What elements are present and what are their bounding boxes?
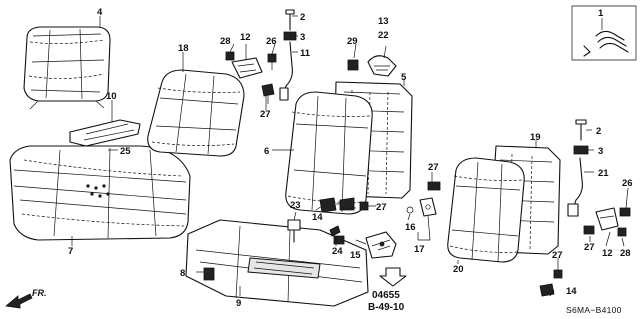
seat-back-left-part-4[interactable]: [23, 26, 111, 110]
callout-14-right: 14: [566, 286, 577, 297]
inset-box-part-1: [571, 5, 637, 61]
bolt-part-23[interactable]: [287, 219, 301, 243]
callout-9: 9: [236, 298, 241, 309]
rod-part-21[interactable]: [567, 157, 583, 217]
callout-22: 22: [378, 30, 389, 41]
callout-3-right: 3: [598, 146, 603, 157]
headrest-guide-part-2-center[interactable]: [285, 9, 295, 31]
callout-14-center: 14: [312, 212, 323, 223]
callout-26-right: 26: [622, 178, 633, 189]
callout-24: 24: [332, 246, 343, 257]
callout-20: 20: [453, 264, 464, 275]
callout-labels: 4 10 25 7 18 28 12 26 27 2 3 11 29 13 22…: [68, 7, 633, 309]
bolt-part-14-center[interactable]: [329, 225, 341, 237]
reference-part-number: 04655: [372, 290, 400, 301]
callout-27-right-a: 27: [428, 162, 439, 173]
bumper-part-8[interactable]: [203, 267, 215, 281]
callout-11: 11: [300, 48, 311, 59]
callout-19: 19: [530, 132, 541, 143]
seat-base-part-9[interactable]: [185, 219, 369, 307]
callout-1: 1: [598, 8, 604, 19]
bolt-part-27-right-b[interactable]: [583, 225, 595, 235]
bushing-part-3-right[interactable]: [573, 145, 589, 155]
callout-16: 16: [405, 222, 416, 233]
callout-5: 5: [401, 72, 407, 83]
bolt-part-26-left[interactable]: [267, 53, 277, 70]
reference-page: B-49-10: [368, 302, 405, 313]
bolt-part-27-center-b[interactable]: [359, 201, 369, 211]
bracket-part-12-left[interactable]: [231, 57, 263, 79]
bracket-part-12-right[interactable]: [595, 207, 619, 231]
callout-10: 10: [106, 91, 117, 102]
callout-21: 21: [598, 168, 609, 179]
callout-3-center: 3: [300, 32, 305, 43]
front-direction-arrow: FR.: [5, 288, 47, 309]
leader-lines: [71, 15, 629, 297]
seat-cushion-part-7[interactable]: [9, 145, 191, 241]
seat-back-center-part-6[interactable]: [285, 91, 373, 215]
bolt-part-14-right[interactable]: [539, 283, 555, 297]
bolt-part-29[interactable]: [347, 59, 359, 71]
callout-28-left: 28: [220, 36, 231, 47]
ring-part-16[interactable]: [406, 206, 414, 214]
headrest-guide-part-2-right[interactable]: [575, 119, 587, 141]
callout-27-center: 27: [376, 202, 387, 213]
callout-12-right: 12: [602, 248, 613, 259]
callout-12-left: 12: [240, 32, 251, 43]
armrest-part-10[interactable]: [69, 119, 141, 147]
callout-7: 7: [68, 246, 73, 257]
bracket-part-27-center[interactable]: [319, 197, 355, 213]
callout-25: 25: [120, 146, 131, 157]
callout-6: 6: [264, 146, 269, 157]
callout-17: 17: [414, 244, 425, 255]
bolt-part-28-right[interactable]: [617, 227, 627, 237]
rod-part-11[interactable]: [279, 41, 293, 101]
callout-29: 29: [347, 36, 358, 47]
bushing-part-3-center[interactable]: [283, 31, 297, 41]
callout-2-right: 2: [596, 126, 601, 137]
bolt-part-27-right-a[interactable]: [427, 181, 441, 191]
seat-back-part-18[interactable]: [147, 69, 245, 157]
callout-13: 13: [378, 16, 389, 27]
callout-18: 18: [178, 43, 189, 54]
seat-back-right-part-20[interactable]: [447, 157, 525, 263]
bolt-part-28-left[interactable]: [225, 51, 235, 61]
nut-part-24[interactable]: [333, 235, 345, 245]
callout-23: 23: [290, 200, 301, 211]
clip-part-15[interactable]: [365, 231, 397, 259]
bracket-part-16[interactable]: [419, 197, 437, 217]
callout-26-left: 26: [266, 36, 277, 47]
hinge-part-13-22[interactable]: [367, 55, 397, 77]
callout-4: 4: [97, 7, 103, 18]
bolt-part-27-left[interactable]: [261, 83, 275, 104]
bolt-part-27-right-c[interactable]: [553, 269, 563, 279]
callout-28-right: 28: [620, 248, 631, 259]
callout-27-right-b: 27: [584, 242, 595, 253]
spring-clip-set-part-1[interactable]: [583, 30, 629, 57]
callout-2-center: 2: [300, 12, 305, 23]
callout-27-right-c: 27: [552, 250, 563, 261]
reference-arrow[interactable]: 04655 B-49-10: [368, 267, 407, 313]
callout-15: 15: [350, 250, 361, 261]
bolt-part-26-right[interactable]: [619, 207, 631, 217]
callout-27-left: 27: [260, 109, 271, 120]
diagram-code: S6MA−B4100: [566, 305, 622, 315]
front-label: FR.: [32, 288, 47, 298]
callout-8: 8: [180, 268, 185, 279]
